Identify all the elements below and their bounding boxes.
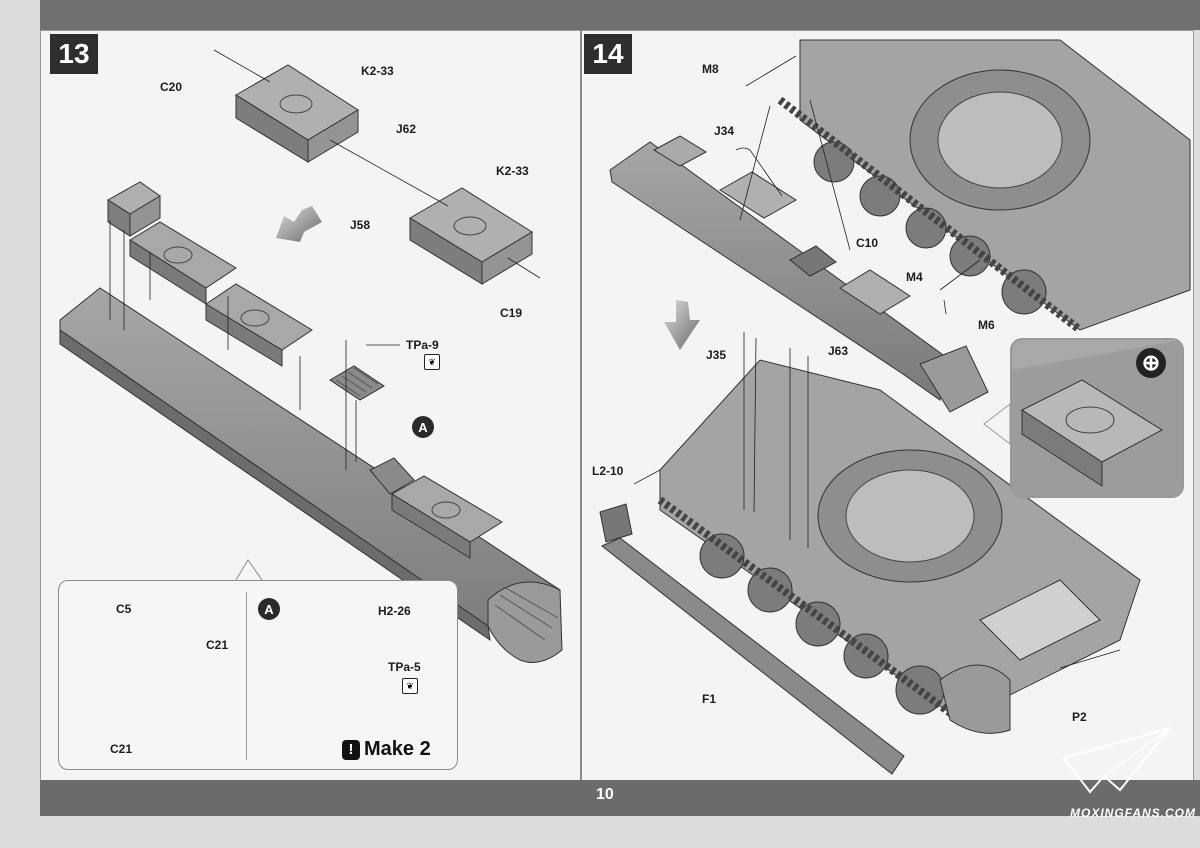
- label-j34: J34: [714, 124, 735, 138]
- label-f1: F1: [702, 692, 717, 706]
- step13-tank-right: [409, 187, 533, 285]
- make-quantity-note: ! Make 2: [342, 738, 431, 761]
- label-m8: M8: [702, 62, 719, 76]
- label-m6: M6: [978, 318, 995, 332]
- glue-icon: ❦: [424, 354, 440, 370]
- label-tpa-5: TPa-5: [388, 660, 421, 674]
- step13-tank-top: [235, 64, 359, 163]
- inset-pointer: [235, 559, 263, 581]
- label-j62: J62: [396, 122, 417, 136]
- step14-tank-hull-upper: [777, 39, 1191, 334]
- watermark-text: MOXINGFANS.COM: [1070, 806, 1197, 820]
- label-tpa-9: TPa-9: [406, 338, 439, 352]
- step14-direction-arrow: [664, 300, 700, 350]
- step14-leader-lines: [633, 55, 1121, 669]
- callout-a-marker: A: [412, 416, 434, 438]
- label-p2: P2: [1072, 710, 1087, 724]
- step13-stowage-box-left: [107, 181, 161, 237]
- step-number-14: 14: [584, 34, 632, 74]
- label-l2-10: L2-10: [592, 464, 624, 478]
- bottom-band: [40, 780, 1200, 816]
- zoom-detail-panel: [1010, 338, 1184, 498]
- label-k2-33-right: K2-33: [496, 164, 529, 178]
- make-note-text: Make 2: [364, 738, 431, 760]
- page-divider: [580, 30, 582, 780]
- glue-icon: ❦: [402, 678, 418, 694]
- step14-tank-hull-lower: [657, 359, 1141, 734]
- page-number: 10: [596, 786, 614, 803]
- label-k2-33-top: K2-33: [361, 64, 394, 78]
- label-c21-bottom: C21: [110, 742, 133, 756]
- zoom-detail-drawing: [1012, 340, 1182, 496]
- step-number-13: 13: [50, 34, 98, 74]
- step13-fender-shelf: [59, 287, 563, 663]
- step13-direction-arrow: [276, 206, 322, 242]
- label-c5: C5: [116, 602, 132, 616]
- inset-divider: [246, 592, 247, 760]
- label-h2-26: H2-26: [378, 604, 411, 618]
- label-j35: J35: [706, 348, 727, 362]
- step14-fender-upper: [609, 135, 989, 413]
- label-c19: C19: [500, 306, 523, 320]
- label-j58: J58: [350, 218, 371, 232]
- step13-fuel-tanks-shelf: [129, 221, 503, 559]
- label-j63: J63: [828, 344, 849, 358]
- label-c20: C20: [160, 80, 183, 94]
- magnifier-plus-icon: ⊕: [1136, 348, 1166, 378]
- label-c21-top: C21: [206, 638, 229, 652]
- step14-side-skirt: [599, 503, 905, 775]
- top-band: [40, 0, 1200, 30]
- zoom-pointer: [983, 402, 1011, 446]
- exclamation-icon: !: [342, 739, 360, 760]
- step13-leader-lines: [109, 49, 541, 470]
- callout-a-inset-marker: A: [258, 598, 280, 620]
- label-m4: M4: [906, 270, 923, 284]
- label-c10: C10: [856, 236, 879, 250]
